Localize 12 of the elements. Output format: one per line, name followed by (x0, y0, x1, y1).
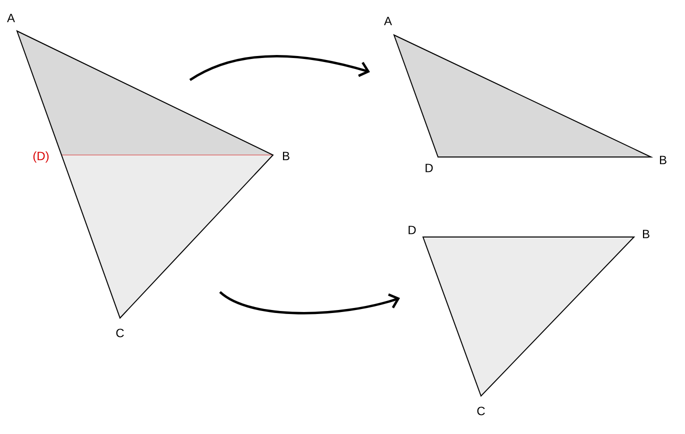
vertex-label: B (283, 152, 290, 160)
vertex-label: C (477, 406, 485, 416)
curved-arrow (219, 291, 400, 314)
vertex-label: (D) (33, 151, 49, 163)
vertex-label: B (660, 156, 666, 164)
vertex-label: A (7, 14, 15, 22)
vertex-label: C (116, 328, 124, 338)
vertex-label: B (643, 230, 650, 238)
vertex-label: D (408, 226, 416, 234)
curved-arrow (189, 55, 370, 82)
vertex-label: D (426, 164, 433, 172)
vertex-label: A (384, 16, 392, 26)
